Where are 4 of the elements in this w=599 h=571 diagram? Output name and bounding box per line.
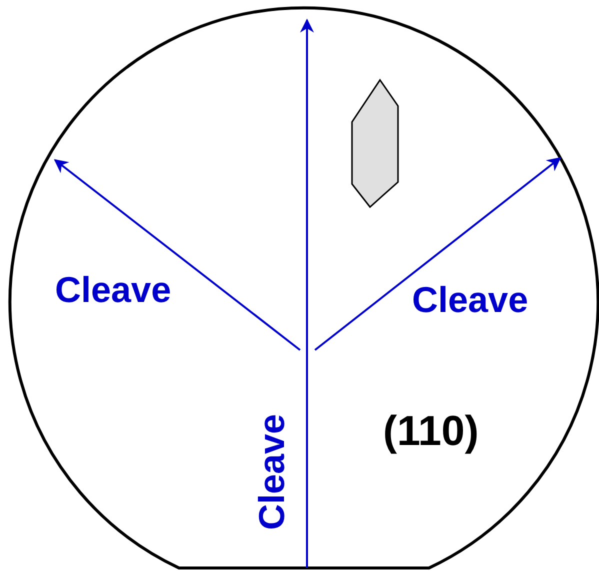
cleave-label: Cleave [254,414,290,530]
cleave-label: Cleave [412,282,528,318]
cleave-label: Cleave [55,272,172,308]
plane-label: (110) [383,410,479,452]
